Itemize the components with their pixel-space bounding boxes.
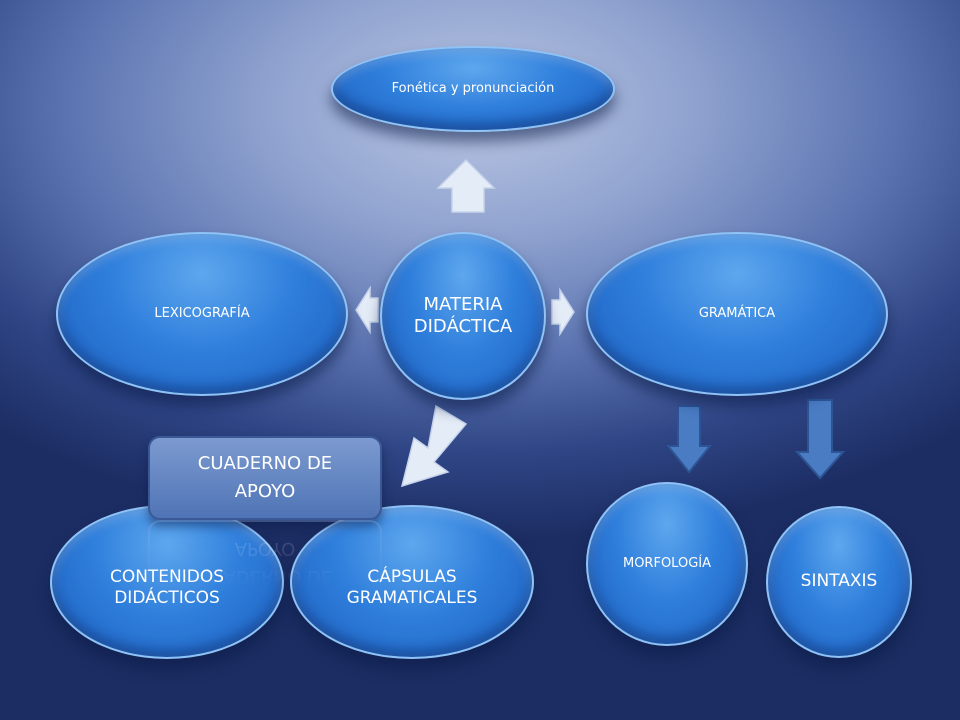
node-materia-line2: DIDÁCTICA: [413, 316, 513, 337]
arrow-up-icon: [436, 158, 496, 213]
node-contenidos-didacticos: CONTENIDOS DIDÁCTICOS: [50, 505, 284, 659]
support-box-cuaderno: CUADERNO DE APOYO: [148, 436, 382, 520]
node-gramatica-label: GRAMÁTICA: [698, 305, 776, 321]
node-lexicografia: LEXICOGRAFÍA: [56, 232, 348, 396]
node-morfologia-label: MORFOLOGÍA: [622, 555, 711, 571]
node-contenidos-line1: CONTENIDOS: [109, 566, 225, 587]
node-fonetica: Fonética y pronunciación: [331, 46, 615, 132]
node-gramatica: GRAMÁTICA: [586, 232, 888, 396]
node-capsulas-line1: CÁPSULAS: [367, 566, 457, 587]
node-sintaxis: SINTAXIS: [766, 506, 912, 658]
arrow-diagonal-icon: [400, 404, 468, 488]
node-contenidos-line2: DIDÁCTICOS: [114, 588, 220, 608]
node-materia-line1: MATERIA: [423, 293, 503, 315]
node-morfologia: MORFOLOGÍA: [586, 482, 748, 646]
node-capsulas-gramaticales: CÁPSULAS GRAMATICALES: [290, 505, 534, 659]
node-sintaxis-label: SINTAXIS: [800, 571, 878, 592]
support-box-line2: APOYO: [234, 481, 296, 502]
arrow-left-icon: [355, 285, 379, 335]
node-materia-didactica: MATERIA DIDÁCTICA: [380, 232, 546, 400]
support-box-line1: CUADERNO DE: [197, 453, 333, 475]
node-lexicografia-label: LEXICOGRAFÍA: [154, 305, 250, 321]
arrow-right-icon: [551, 287, 575, 337]
node-capsulas-line2: GRAMATICALES: [346, 588, 478, 608]
arrow-down-icon: [794, 399, 846, 480]
node-fonetica-label: Fonética y pronunciación: [391, 80, 555, 96]
arrow-down-icon: [665, 405, 713, 474]
